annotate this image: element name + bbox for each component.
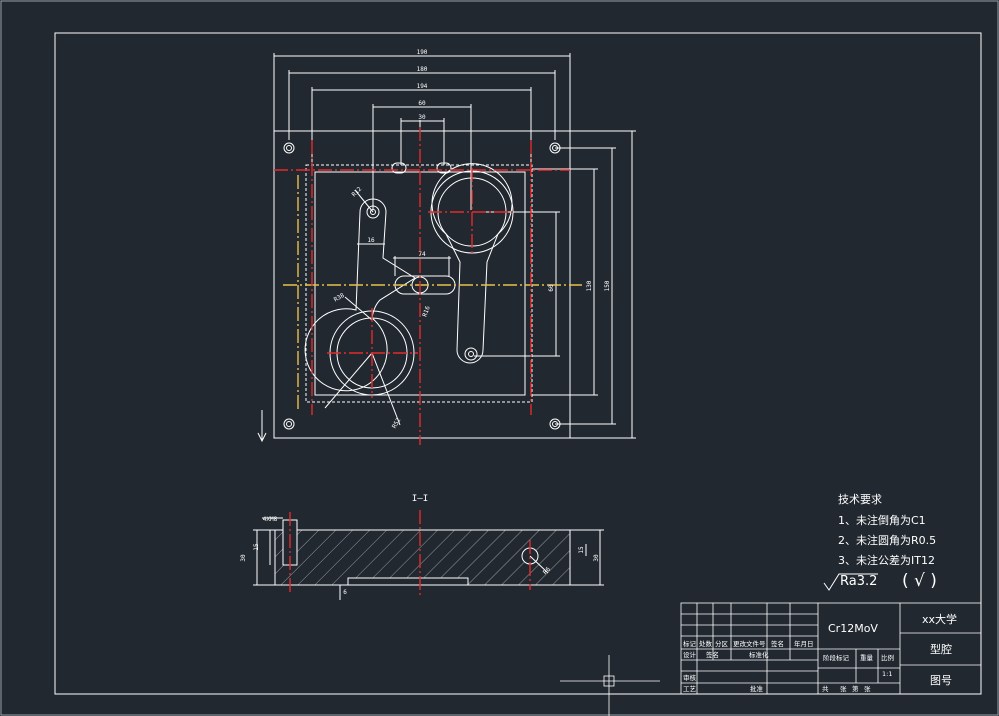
centerlines-section <box>289 510 531 595</box>
dim-text: 190 <box>417 49 428 56</box>
dim-text: 16 <box>367 237 375 244</box>
tech-requirements: 技术要求 1、未注倒角为C1 2、未注圆角为R0.5 3、未注公差为IT12 R… <box>823 493 937 591</box>
title-cell: 签名 <box>706 650 719 659</box>
drawing-number-label: 图号 <box>930 674 952 687</box>
title-cell: 重量 <box>860 654 874 662</box>
title-cell: 第 <box>852 684 859 693</box>
title-cell: 工艺 <box>683 685 697 693</box>
tech-requirement-item: 1、未注倒角为C1 <box>838 513 926 527</box>
dim-text: 30 <box>593 554 600 562</box>
dim-text: 4XM8 <box>263 516 278 523</box>
roughness-symbol-icon <box>823 573 878 591</box>
title-cell: 批准 <box>750 684 764 693</box>
title-cell: 标准化 <box>749 650 769 659</box>
dim-text: 30 <box>240 554 247 562</box>
section-view <box>253 517 604 600</box>
dim-text: 130 <box>586 280 593 291</box>
dim-text: 150 <box>604 280 611 291</box>
title-block <box>680 602 982 695</box>
roughness-check: ( √ ) <box>902 571 937 591</box>
title-cell: 共 <box>822 684 829 693</box>
dim-text: R12 <box>351 185 364 198</box>
title-cell: 签名 <box>771 639 784 648</box>
title-cell: 分区 <box>715 639 729 648</box>
drawing-frame <box>54 32 982 695</box>
dim-text: 60 <box>418 100 426 107</box>
cavity-outline <box>305 164 533 403</box>
dim-text: R52 <box>391 416 403 429</box>
part-name-label: 型腔 <box>930 642 952 656</box>
dim-text: 30 <box>418 114 426 121</box>
title-cell: 年月日 <box>794 639 814 648</box>
dim-text: 6 <box>343 589 347 596</box>
section-marker-label: I—I <box>412 494 428 504</box>
crosshair-cursor-icon <box>560 655 660 716</box>
title-cell: 张 <box>840 684 847 693</box>
left-wrench-cavity <box>304 198 416 392</box>
dim-text: R16 <box>421 305 431 318</box>
dim-text: 15 <box>253 543 260 551</box>
title-block-texts: Cr12MoV xx大学 型腔 图号 标记 处数 分区 更改文件号 签名 年月日… <box>683 612 957 693</box>
title-cell: 比例 <box>881 653 894 662</box>
title-cell: 标记 <box>683 639 697 648</box>
dim-text: R6 <box>542 566 552 576</box>
title-cell: 处数 <box>699 639 713 648</box>
section-dimension-texts: 4XM8 30 15 15 30 6 R6 I—I <box>240 494 600 596</box>
dim-text: R38 <box>333 292 346 304</box>
roughness-value: Ra3.2 <box>840 574 877 589</box>
dim-text: 194 <box>417 83 428 90</box>
dim-text: 15 <box>578 546 585 554</box>
centerlines-top <box>274 127 582 445</box>
title-cell: 设计 <box>683 650 697 659</box>
dim-text: 60 <box>548 284 555 292</box>
dim-text: 74 <box>418 251 426 258</box>
title-cell: 张 <box>864 684 871 693</box>
title-cell: 阶段标记 <box>823 653 850 662</box>
tech-requirement-item: 2、未注圆角为R0.5 <box>838 533 936 547</box>
section-hatch-area <box>274 529 571 586</box>
dim-text: 180 <box>417 66 428 73</box>
tech-requirement-item: 3、未注公差为IT12 <box>838 553 935 567</box>
scale-value: 1:1 <box>882 670 892 678</box>
right-wrench-cavity <box>431 163 513 364</box>
title-cell: 更改文件号 <box>733 639 766 648</box>
title-cell: 审核 <box>683 673 697 682</box>
university-label: xx大学 <box>922 612 957 626</box>
material-label: Cr12MoV <box>828 622 878 635</box>
top-view <box>257 53 636 443</box>
tech-requirements-title: 技术要求 <box>838 493 882 506</box>
